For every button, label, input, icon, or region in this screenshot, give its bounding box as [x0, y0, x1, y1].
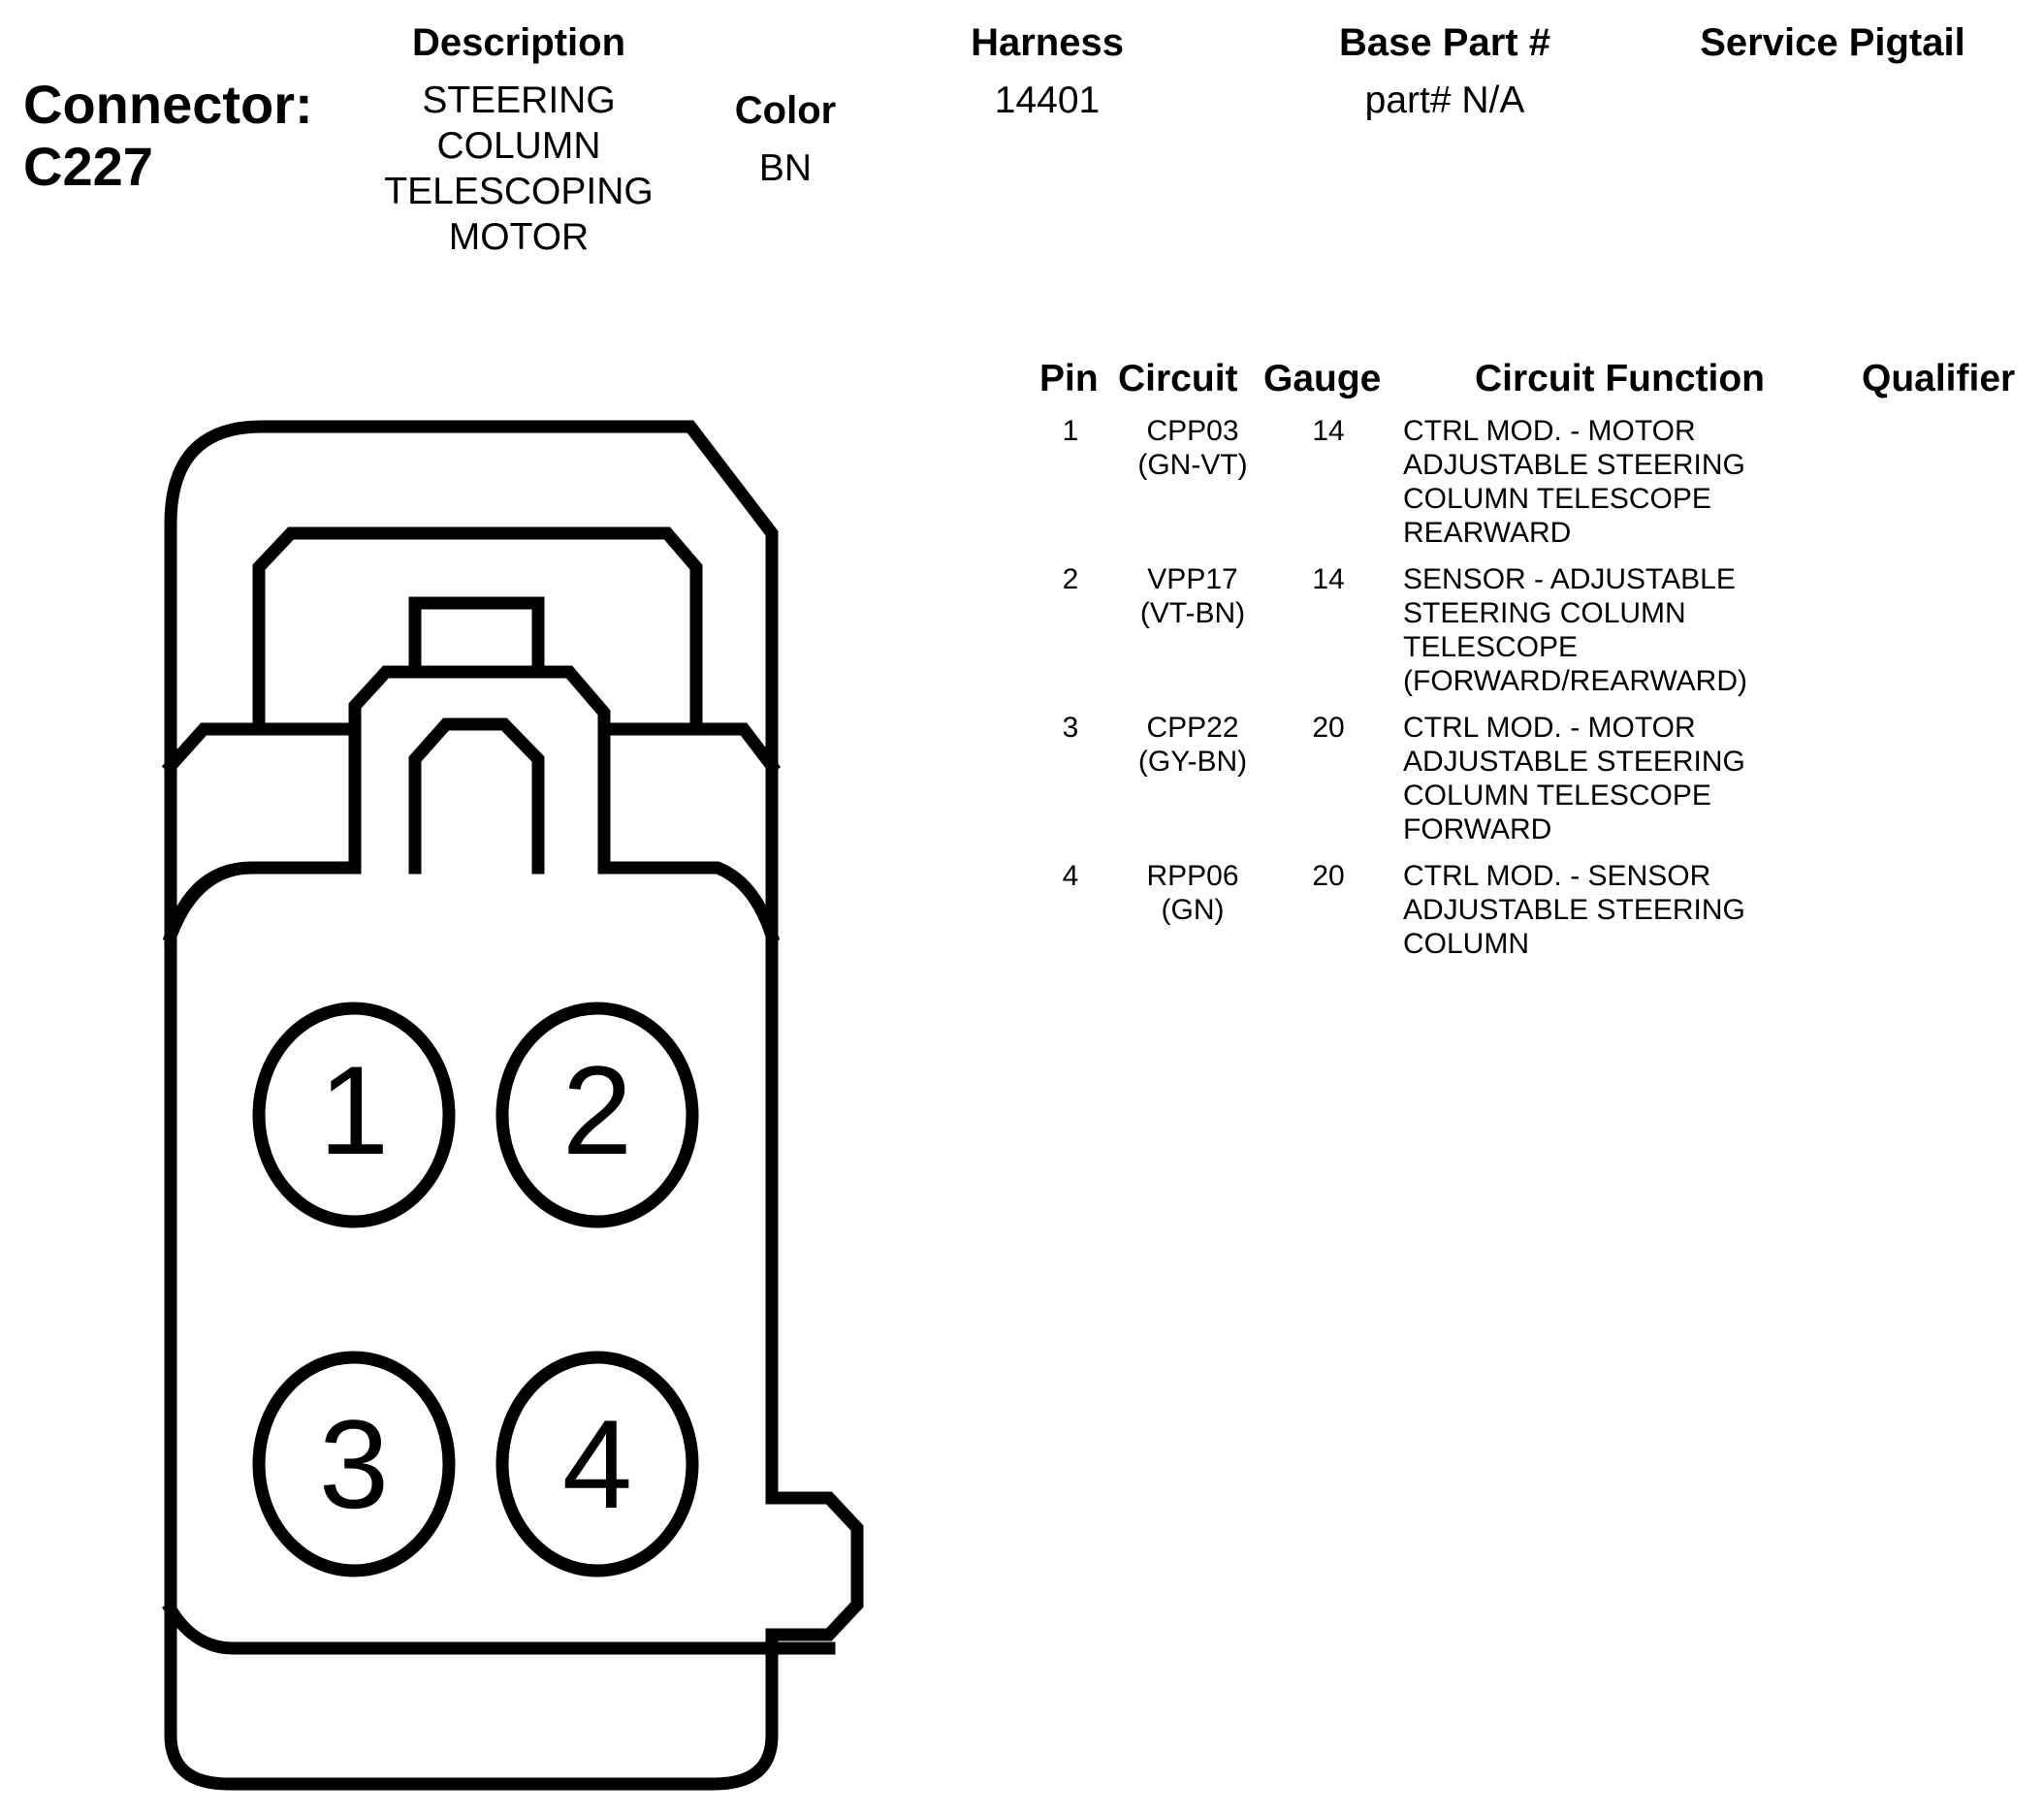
- gauge: 20: [1312, 860, 1345, 892]
- wire-color: (GN): [1161, 894, 1225, 926]
- latch-body: [348, 665, 611, 875]
- right-shelf: [597, 722, 782, 776]
- latch-window: [408, 717, 545, 875]
- service-pigtail-label: Service Pigtail: [1700, 21, 1965, 64]
- circuit-function: CTRL MOD. - MOTOR ADJUSTABLE STEERING CO…: [1403, 415, 1745, 549]
- latch-tab: [408, 596, 545, 679]
- connector-title: Connector: C227: [23, 74, 313, 197]
- gauge: 14: [1312, 563, 1345, 595]
- circuit-function: SENSOR - ADJUSTABLE STEERING COLUMN TELE…: [1403, 563, 1747, 697]
- base-part-label: Base Part #: [1339, 21, 1550, 64]
- pin-number: 2: [1062, 563, 1079, 595]
- pin-cavity-2: 2: [495, 1002, 699, 1228]
- circuit-id: VPP17: [1147, 563, 1238, 595]
- pin-cavity-3: 3: [252, 1351, 456, 1577]
- left-shelf: [161, 722, 362, 776]
- harness-value: 14401: [994, 80, 1101, 121]
- circuit-function: CTRL MOD. - MOTOR ADJUSTABLE STEERING CO…: [1403, 712, 1745, 845]
- gauge: 14: [1312, 415, 1345, 447]
- connector-diagram: 1 2 3 4: [161, 420, 864, 1791]
- pin-label-4: 4: [562, 1393, 632, 1535]
- header-gauge: Gauge: [1263, 358, 1382, 399]
- description-value: STEERING COLUMN TELESCOPING MOTOR: [384, 80, 654, 258]
- color-value: BN: [758, 147, 813, 189]
- connector-housing-outline: [164, 420, 864, 1791]
- pin-number: 1: [1062, 415, 1079, 447]
- circuit-cell: CPP03 (GN-VT): [1115, 414, 1270, 482]
- circuit-function: CTRL MOD. - SENSOR ADJUSTABLE STEERING C…: [1403, 860, 1745, 960]
- pin-number: 4: [1062, 860, 1079, 892]
- table-row: 1 CPP03 (GN-VT) 14 CTRL MOD. - MOTOR ADJ…: [1028, 414, 1997, 559]
- pin-cavity-1: 1: [252, 1002, 456, 1228]
- circuit-id: CPP22: [1146, 712, 1239, 744]
- pin-face-outline: [162, 861, 836, 1655]
- circuit-cell: CPP22 (GY-BN): [1115, 711, 1270, 779]
- pin-label-1: 1: [319, 1039, 389, 1181]
- table-row: 3 CPP22 (GY-BN) 20 CTRL MOD. - MOTOR ADJ…: [1028, 711, 1997, 856]
- header-pin: Pin: [1039, 358, 1099, 399]
- pin-cavity-4: 4: [495, 1351, 699, 1577]
- description-label: Description: [411, 21, 626, 64]
- pin-label-3: 3: [319, 1393, 389, 1535]
- wire-color: (GY-BN): [1137, 746, 1248, 778]
- base-part-value: part# N/A: [1364, 80, 1525, 121]
- wire-color: (VT-BN): [1139, 597, 1246, 629]
- harness-label: Harness: [971, 21, 1124, 64]
- table-row: 4 RPP06 (GN) 20 CTRL MOD. - SENSOR ADJUS…: [1028, 859, 1997, 1004]
- circuit-id: CPP03: [1146, 415, 1239, 447]
- pin-label-2: 2: [562, 1039, 632, 1181]
- table-row: 2 VPP17 (VT-BN) 14 SENSOR - ADJUSTABLE S…: [1028, 562, 1997, 708]
- circuit-cell: RPP06 (GN): [1115, 859, 1270, 927]
- pin-number: 3: [1062, 712, 1079, 744]
- header-circuit: Circuit: [1118, 358, 1238, 399]
- header-circuit-function: Circuit Function: [1475, 358, 1765, 399]
- color-label: Color: [734, 89, 837, 132]
- circuit-cell: VPP17 (VT-BN): [1115, 562, 1270, 630]
- latch-frame: [252, 526, 703, 729]
- circuit-id: RPP06: [1146, 860, 1239, 892]
- wire-color: (GN-VT): [1137, 449, 1248, 481]
- header-qualifier: Qualifier: [1862, 358, 2016, 399]
- gauge: 20: [1312, 712, 1345, 744]
